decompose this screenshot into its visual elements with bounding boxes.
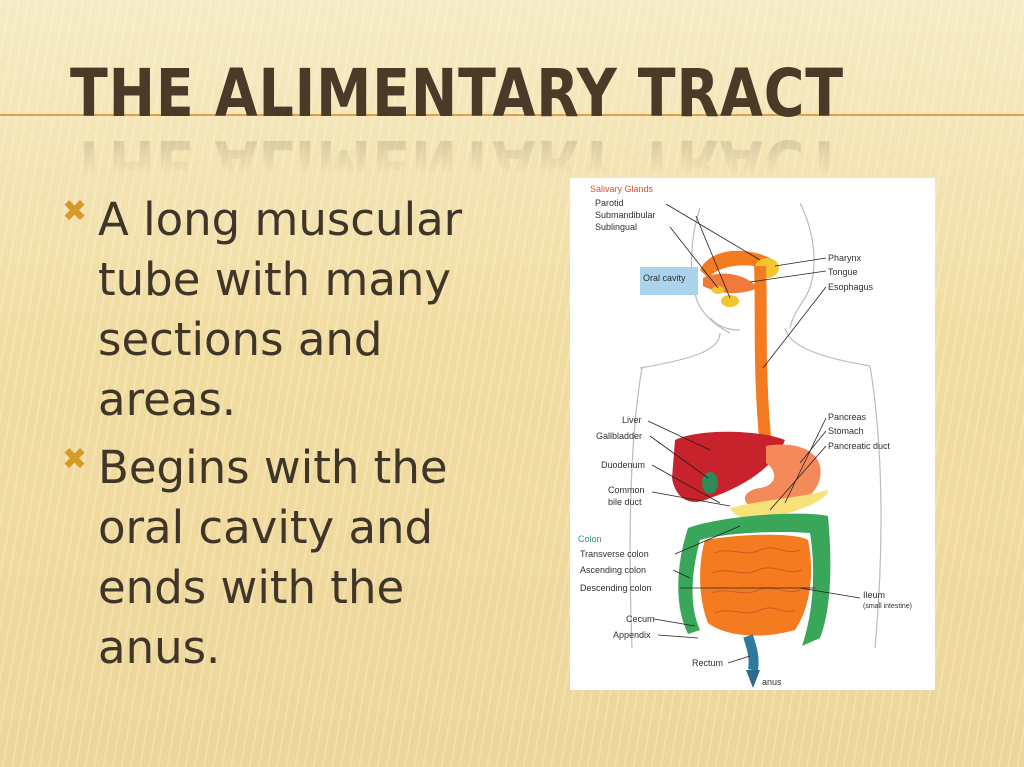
gallbladder-shape [702, 472, 718, 494]
bullet-list: ✖ A long muscular tube with many section… [62, 190, 492, 686]
label-pancreas: Pancreas [828, 412, 867, 422]
digestive-system-diagram: Salivary Glands Parotid Submandibular Su… [570, 178, 935, 690]
label-gallbladder: Gallbladder [596, 431, 642, 441]
label-pharynx: Pharynx [828, 253, 862, 263]
label-oral-cavity: Oral cavity [643, 273, 686, 283]
label-rectum: Rectum [692, 658, 723, 668]
colon-shape [678, 513, 831, 646]
label-anus: anus [762, 677, 782, 687]
label-cecum: Cecum [626, 614, 655, 624]
label-liver: Liver [622, 415, 642, 425]
slide-title: THE ALIMENTARY TRACT [70, 55, 844, 132]
body-outline [629, 202, 882, 649]
bullet-item: ✖ Begins with the oral cavity and ends w… [62, 438, 492, 678]
colon-heading: Colon [578, 534, 602, 544]
bullet-item: ✖ A long muscular tube with many section… [62, 190, 492, 430]
label-transverse-colon: Transverse colon [580, 549, 649, 559]
oral-cavity-highlight [640, 267, 698, 295]
liver-shape [672, 431, 785, 502]
label-pancreatic-duct: Pancreatic duct [828, 441, 891, 451]
label-duodenum: Duodenum [601, 460, 645, 470]
leader-lines [647, 203, 861, 664]
label-parotid: Parotid [595, 198, 624, 208]
label-descending-colon: Descending colon [580, 583, 652, 593]
label-ascending-colon: Ascending colon [580, 565, 646, 575]
label-ileum: Ileum [863, 590, 885, 600]
bullet-text: Begins with the oral cavity and ends wit… [98, 441, 448, 674]
bullet-text: A long muscular tube with many sections … [98, 193, 463, 426]
x-mark-bullet-icon: ✖ [62, 442, 88, 477]
salivary-glands-heading: Salivary Glands [590, 184, 654, 194]
pancreas-shape [730, 490, 829, 519]
anus-shape [746, 670, 760, 688]
label-stomach: Stomach [828, 426, 864, 436]
small-intestine-shape [700, 534, 812, 636]
intestine-folds [711, 547, 803, 614]
rectum-shape [743, 634, 759, 671]
label-common: Common [608, 485, 645, 495]
label-sublingual: Sublingual [595, 222, 637, 232]
label-bile-duct: bile duct [608, 497, 642, 507]
label-appendix: Appendix [613, 630, 651, 640]
label-small-intestine: (small intestine) [863, 603, 912, 610]
label-esophagus: Esophagus [828, 282, 874, 292]
digestive-system-illustration: Salivary Glands Parotid Submandibular Su… [578, 184, 912, 688]
esophagus-shape [754, 265, 772, 449]
label-tongue: Tongue [828, 267, 858, 277]
label-submandibular: Submandibular [595, 210, 656, 220]
title-rule [0, 114, 1024, 116]
mouth-structures [700, 250, 779, 307]
x-mark-bullet-icon: ✖ [62, 194, 88, 229]
